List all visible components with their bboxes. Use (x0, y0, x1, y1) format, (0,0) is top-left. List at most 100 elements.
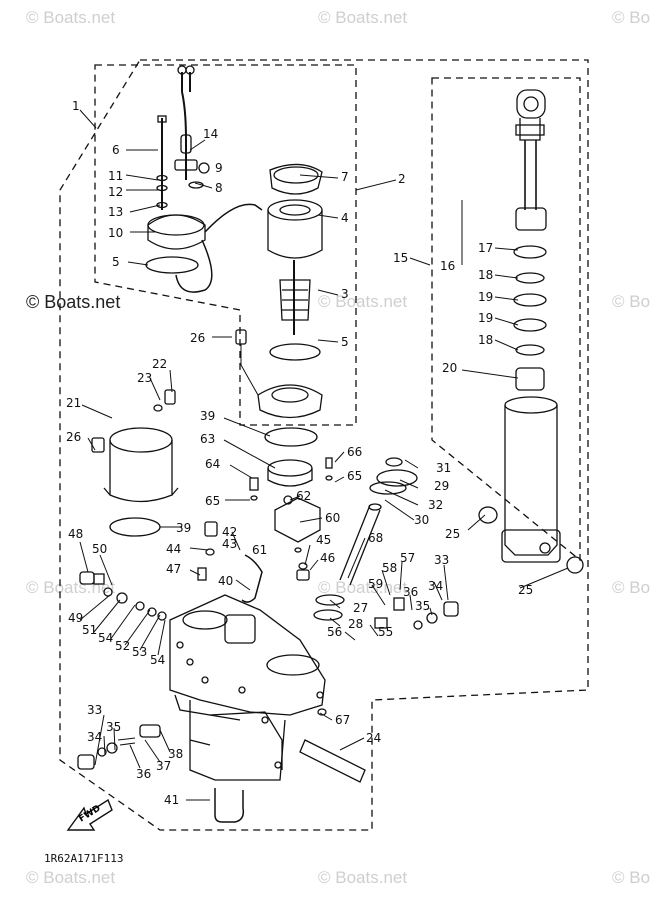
callout-8: 8 (215, 181, 223, 195)
diagram-code: 1R62A171F113 (44, 852, 124, 865)
callout-15: 15 (393, 251, 408, 265)
callout-51: 51 (82, 623, 97, 637)
callout-50: 50 (92, 542, 107, 556)
callout-17: 17 (478, 241, 493, 255)
callout-12: 12 (108, 185, 123, 199)
watermark: © Boats.net (26, 868, 116, 887)
fwd-arrow (66, 798, 113, 831)
callout-44: 44 (166, 542, 181, 556)
cylinder-dashed-box (431, 77, 581, 562)
callout-67: 67 (335, 713, 350, 727)
callout-59: 59 (368, 577, 383, 591)
cylinder-assembly (478, 89, 584, 574)
callout-60: 60 (325, 511, 340, 525)
callout-18: 18 (478, 268, 493, 282)
callout-49: 49 (68, 611, 83, 625)
callout-16: 16 (440, 259, 455, 273)
callout-34: 34 (87, 730, 102, 744)
callout-22: 22 (152, 357, 167, 371)
watermark: © Boats.net (318, 578, 408, 597)
callout-5: 5 (341, 335, 349, 349)
callout-32: 32 (428, 498, 443, 512)
callout-64: 64 (205, 457, 220, 471)
leader-lines (79, 109, 569, 801)
motor-assembly (145, 65, 323, 419)
callout-27: 27 (353, 601, 368, 615)
callout-53: 53 (132, 645, 147, 659)
callout-47: 47 (166, 562, 181, 576)
callout-62: 62 (296, 489, 311, 503)
callout-3: 3 (341, 287, 349, 301)
motor-dashed-box (94, 64, 357, 426)
callout-6: 6 (112, 143, 120, 157)
pump-reservoir (103, 427, 418, 621)
callout-11: 11 (108, 169, 123, 183)
callout-63: 63 (200, 432, 215, 446)
callout-5: 5 (112, 255, 120, 269)
callout-14: 14 (203, 127, 218, 141)
callout-34: 34 (428, 579, 443, 593)
callout-42: 42 (222, 525, 237, 539)
watermark: © Boats.net (318, 292, 408, 311)
callout-25: 25 (518, 583, 533, 597)
callout-61: 61 (252, 543, 267, 557)
callout-41: 41 (164, 793, 179, 807)
watermark: © Boats.net (318, 8, 408, 27)
callout-43: 43 (222, 537, 237, 551)
callout-2: 2 (398, 172, 406, 186)
callout-36: 36 (136, 767, 151, 781)
callout-54: 54 (150, 653, 165, 667)
callout-36: 36 (403, 585, 418, 599)
callout-26: 26 (66, 430, 81, 444)
watermark: © Bo (612, 292, 651, 311)
callout-33: 33 (87, 703, 102, 717)
watermark: © Bo (612, 8, 651, 27)
callout-45: 45 (316, 533, 331, 547)
watermark-dark: © Boats.net (26, 292, 121, 312)
outer-dashed-boundary (59, 59, 589, 831)
callout-9: 9 (215, 161, 223, 175)
callout-35: 35 (106, 720, 121, 734)
callout-65: 65 (347, 469, 362, 483)
watermark: © Bo (612, 868, 651, 887)
callout-10: 10 (108, 226, 123, 240)
callout-66: 66 (347, 445, 362, 459)
callout-68: 68 (368, 531, 383, 545)
callout-23: 23 (137, 371, 152, 385)
callout-38: 38 (168, 747, 183, 761)
callout-57: 57 (400, 551, 415, 565)
callout-24: 24 (366, 731, 381, 745)
callout-19: 19 (478, 311, 493, 325)
callout-28: 28 (348, 617, 363, 631)
main-body (77, 389, 459, 823)
callout-26: 26 (190, 331, 205, 345)
callout-4: 4 (341, 211, 349, 225)
callout-39: 39 (200, 409, 215, 423)
callout-55: 55 (378, 625, 393, 639)
callout-13: 13 (108, 205, 123, 219)
watermark: © Boats.net (26, 8, 116, 27)
callout-19: 19 (478, 290, 493, 304)
callout-20: 20 (442, 361, 457, 375)
callout-48: 48 (68, 527, 83, 541)
watermark: © Boats.net (318, 868, 408, 887)
callout-31: 31 (436, 461, 451, 475)
callout-40: 40 (218, 574, 233, 588)
callout-1: 1 (72, 99, 80, 113)
callout-37: 37 (156, 759, 171, 773)
watermark: © Bo (612, 578, 651, 597)
callout-46: 46 (320, 551, 335, 565)
callout-39: 39 (176, 521, 191, 535)
callout-35: 35 (415, 599, 430, 613)
callout-65: 65 (205, 494, 220, 508)
callout-29: 29 (434, 479, 449, 493)
callout-33: 33 (434, 553, 449, 567)
callout-labels: 1 2 3 4 5 5 6 7 8 9 10 11 12 13 14 15 16… (66, 99, 533, 807)
callout-54: 54 (98, 631, 113, 645)
callout-52: 52 (115, 639, 130, 653)
callout-25: 25 (445, 527, 460, 541)
fwd-label: FWD (77, 804, 102, 825)
callout-18: 18 (478, 333, 493, 347)
callout-7: 7 (341, 170, 349, 184)
